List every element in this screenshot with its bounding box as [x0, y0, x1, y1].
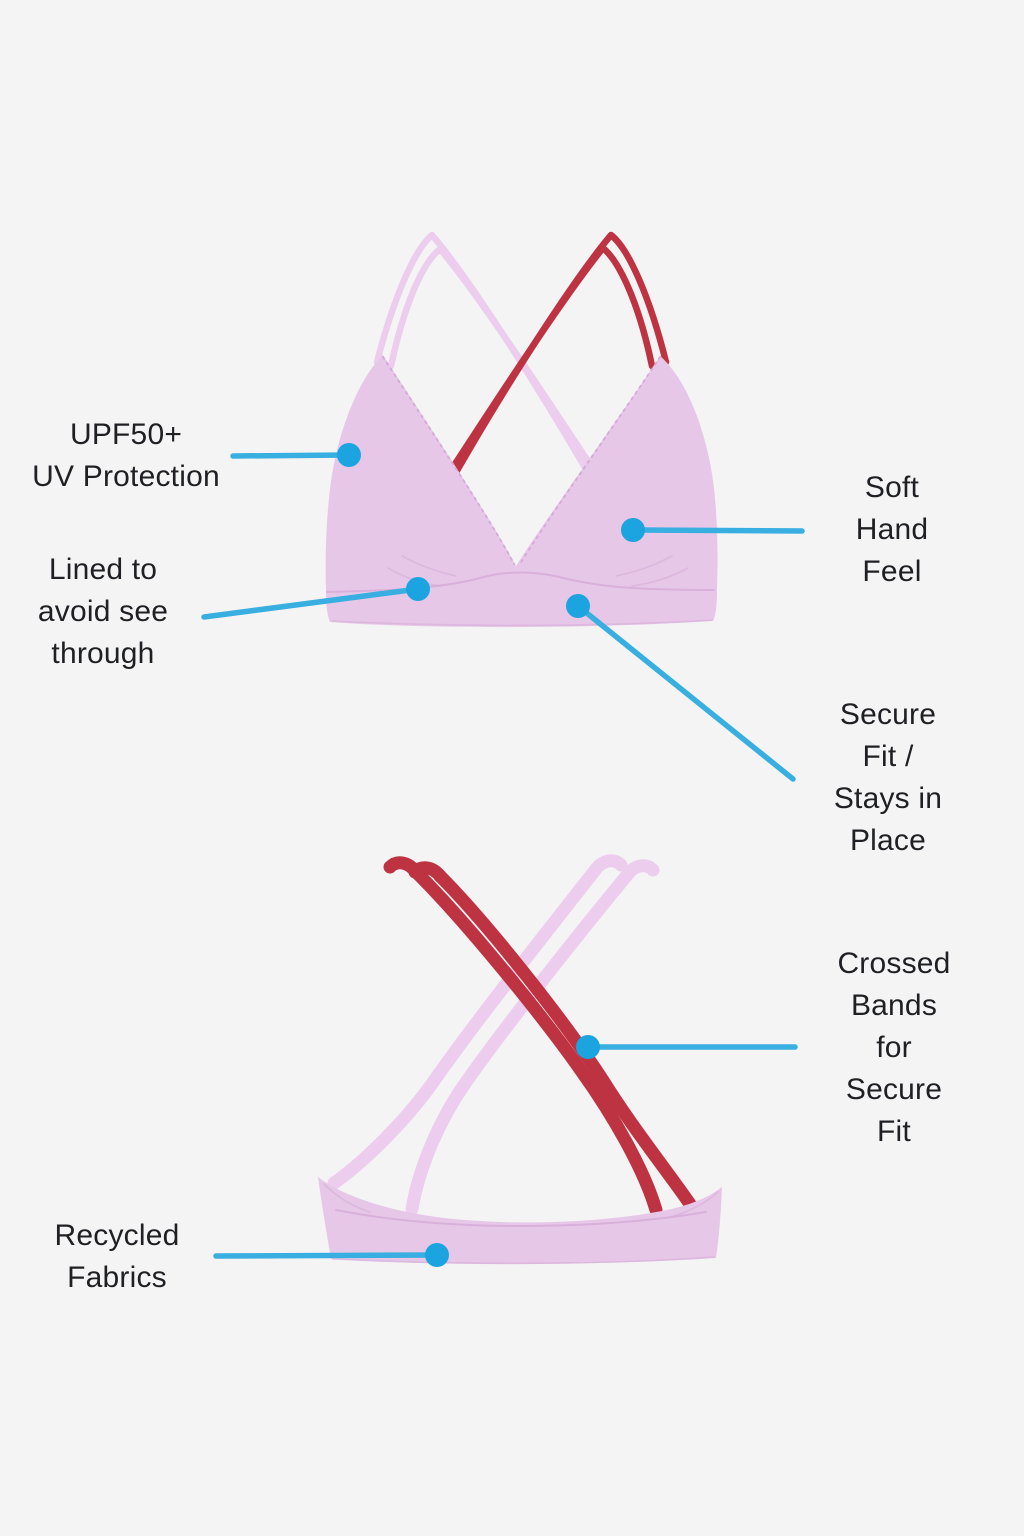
front-pink-straps [373, 231, 607, 494]
front-left-cup-stitch [382, 356, 515, 565]
front-band-bottom-seam [331, 619, 713, 627]
back-garment-seams [323, 1183, 719, 1265]
callout-dot-lined [406, 577, 430, 601]
callout-dot-soft-hand [621, 518, 645, 542]
callout-label-lined-no-see-through: Lined to avoid see through [37, 553, 169, 670]
back-pink-strap-outer [327, 862, 603, 1190]
callout-line-lined [201, 586, 421, 620]
back-band-bottom-seam [332, 1256, 715, 1265]
front-garment-body [325, 355, 718, 628]
back-red-strap-outer [408, 864, 663, 1217]
back-red-straps [383, 856, 699, 1217]
callout-label-recycled-fabrics: Recycled Fabrics [54, 1219, 180, 1294]
callout-pointer-secure-fit [566, 594, 796, 782]
front-view-illustration [325, 231, 718, 628]
callout-dot-recycled [425, 1243, 449, 1267]
back-right-wing-fold [673, 1191, 719, 1217]
front-right-gather-2 [615, 555, 673, 577]
back-red-strap-inner [433, 869, 699, 1214]
callout-pointer-lined [201, 577, 430, 620]
front-left-gather-2 [401, 555, 457, 577]
back-red-strap-inner-tip [408, 861, 447, 883]
callout-pointer-soft-hand [621, 518, 805, 542]
front-red-strap-inner [438, 244, 656, 488]
callout-dot-upf [337, 443, 361, 467]
callout-pointer-crossed-bands [576, 1035, 798, 1059]
callout-line-upf [230, 452, 352, 459]
callout-line-recycled [213, 1252, 440, 1259]
back-pink-strap-inner [405, 867, 635, 1216]
callout-label-secure-fit-stays-in-place: Secure Fit / Stays in Place [833, 698, 943, 857]
callout-pointers [201, 443, 805, 1267]
callout-line-secure-fit [575, 603, 796, 782]
back-pink-strap-inner-tip [621, 859, 660, 881]
callout-pointer-upf [230, 443, 361, 467]
callout-dot-secure-fit [566, 594, 590, 618]
back-view-illustration [318, 854, 722, 1265]
back-left-wing-fold [323, 1183, 371, 1213]
callout-dot-crossed-bands [576, 1035, 600, 1059]
front-red-straps [438, 231, 670, 494]
callout-line-soft-hand [630, 527, 805, 534]
callout-pointer-recycled [213, 1243, 449, 1267]
back-pink-straps [327, 854, 660, 1216]
callout-label-soft-hand-feel: Soft Hand Feel [855, 471, 929, 588]
callout-label-upf-uv-protection: UPF50+ UV Protection [32, 418, 220, 493]
back-pink-strap-outer-tip [589, 854, 628, 876]
back-garment-band [318, 1177, 722, 1265]
back-band-top-stitch [335, 1209, 707, 1227]
front-right-cup-stitch [519, 356, 661, 565]
front-pink-strap-inner [387, 245, 607, 488]
callout-label-crossed-bands-secure-fit: Crossed Bands for Secure Fit [837, 947, 951, 1148]
front-right-gather-1 [631, 567, 689, 587]
